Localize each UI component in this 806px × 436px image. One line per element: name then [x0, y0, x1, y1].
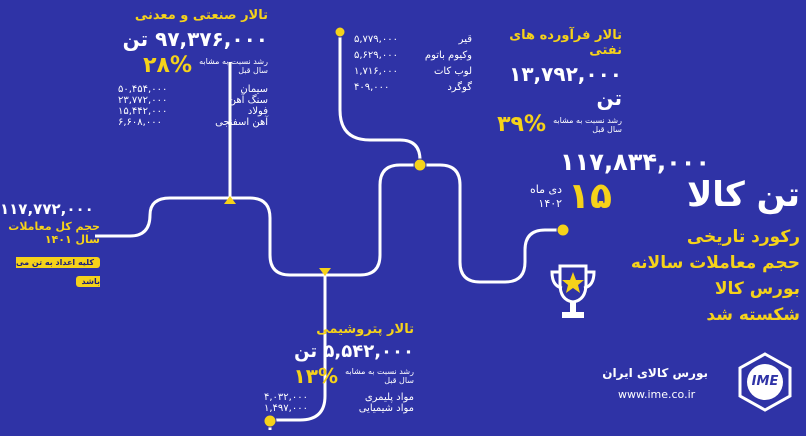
flow-node-right	[556, 223, 570, 237]
total-note: کلیه اعداد به تن می باشد	[16, 257, 100, 287]
hall-oil: تالار فرآورده های نفتی ۱۳,۷۹۲,۰۰۰ تن رشد…	[352, 28, 622, 137]
total-amount: ۱۱۷,۷۷۲,۰۰۰	[0, 200, 94, 218]
record-line-2: حجم معاملات سالانه	[630, 253, 800, 273]
date-month: دی ماه	[530, 182, 563, 196]
date-block: ۱۵ دی ماه ۱۴۰۲	[512, 176, 612, 217]
flow-node-bottom	[263, 414, 277, 428]
footer-website[interactable]: www.ime.co.ir	[618, 388, 696, 401]
hall-petro-growth: ۱۳%	[293, 364, 338, 388]
hall-industrial-amount: ۹۷,۳۷۶,۰۰۰ تن	[122, 27, 268, 51]
headline-unit: تن کالا	[686, 175, 800, 215]
flow-arrow-industrial	[224, 196, 236, 204]
hall-petro-amount: ۵,۵۴۲,۰۰۰ تن	[294, 341, 414, 362]
hall-industrial-growth-label: رشد نسبت به مشابه سال قبل	[199, 56, 268, 75]
total-block: ۱۱۷,۷۷۲,۰۰۰ حجم کل معاملات سال ۱۴۰۱ کلیه…	[0, 200, 100, 288]
flow-node-top	[413, 158, 427, 172]
flow-node-oil	[334, 26, 346, 38]
flow-arrow-petro	[319, 268, 331, 276]
hall-oil-title: تالار فرآورده های نفتی	[509, 28, 622, 58]
logo-text: IME	[751, 374, 779, 389]
footer-org-name: بورس کالای ایران	[602, 366, 708, 380]
date-year: ۱۴۰۲	[538, 196, 563, 210]
trophy-icon	[550, 264, 596, 318]
hall-petro-title: تالار پتروشیمی	[316, 322, 414, 337]
hall-oil-amount: ۱۳,۷۹۲,۰۰۰ تن	[509, 62, 622, 110]
date-day: ۱۵	[568, 176, 612, 217]
headline-block: ۱۱۷,۸۳۴,۰۰۰ تن کالا	[560, 148, 800, 214]
hall-industrial-growth: ۲۸%	[143, 53, 192, 78]
record-line-1: رکورد تاریخی	[686, 227, 800, 247]
record-line-4: شکسته شد	[706, 305, 800, 325]
total-label: حجم کل معاملات	[8, 220, 100, 233]
record-lines: رکورد تاریخی حجم معاملات سالانه بورس کال…	[580, 224, 800, 328]
ime-logo-icon: IME	[735, 352, 795, 412]
total-year: سال ۱۴۰۱	[44, 233, 100, 246]
hall-oil-growth-label: رشد نسبت به مشابه سال قبل	[553, 115, 622, 134]
hall-petro-growth-label: رشد نسبت به مشابه سال قبل	[345, 367, 414, 385]
record-line-3: بورس کالا	[714, 279, 800, 299]
hall-oil-growth: ۳۹%	[497, 112, 546, 137]
hall-petro: تالار پتروشیمی ۵,۵۴۲,۰۰۰ تن رشد نسبت به …	[264, 322, 414, 414]
headline-amount: ۱۱۷,۸۳۴,۰۰۰	[560, 148, 711, 176]
hall-industrial-title: تالار صنعتی و معدنی	[134, 8, 268, 23]
hall-industrial: تالار صنعتی و معدنی ۹۷,۳۷۶,۰۰۰ تن رشد نس…	[118, 8, 268, 128]
